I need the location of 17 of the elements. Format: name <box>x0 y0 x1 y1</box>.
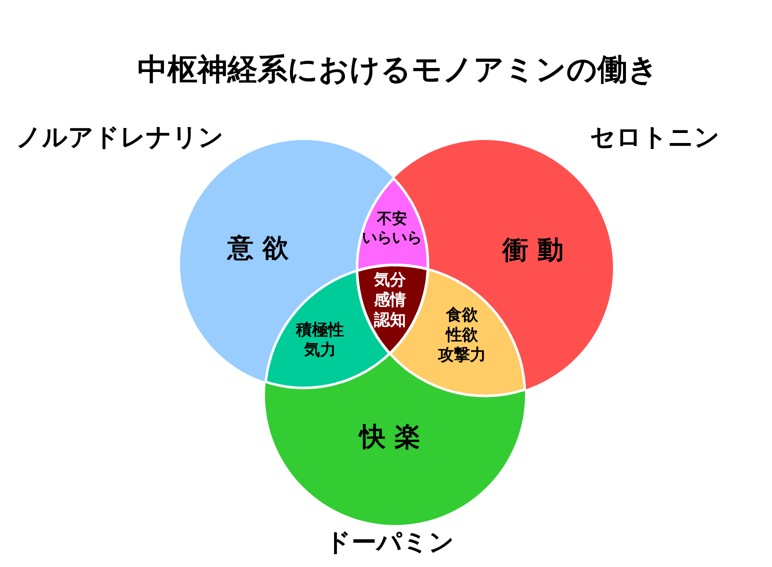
title: 中枢神経系におけるモノアミンの働き <box>138 52 658 90</box>
region-label: いらいら <box>362 228 422 247</box>
region-label: 感情 <box>374 290 406 310</box>
region-label: 認知 <box>374 310 406 330</box>
region-label: 食欲 <box>444 305 479 325</box>
circle-label: 快 楽 <box>359 422 421 454</box>
region-label: 不安 <box>376 209 408 228</box>
circle-heading: ドーパミン <box>326 526 454 558</box>
region-label: 積極性 <box>296 320 344 340</box>
circle-label: 意 欲 <box>227 232 289 266</box>
region-label: 性欲 <box>444 325 479 345</box>
circle-heading: ノルアドレナリン <box>16 122 224 154</box>
region-label: 気力 <box>303 340 337 360</box>
circle-label: 衝 動 <box>502 234 564 268</box>
circle-heading: セロトニン <box>590 122 720 154</box>
region-label: 攻撃力 <box>438 345 486 365</box>
region-label: 気分 <box>374 270 406 290</box>
